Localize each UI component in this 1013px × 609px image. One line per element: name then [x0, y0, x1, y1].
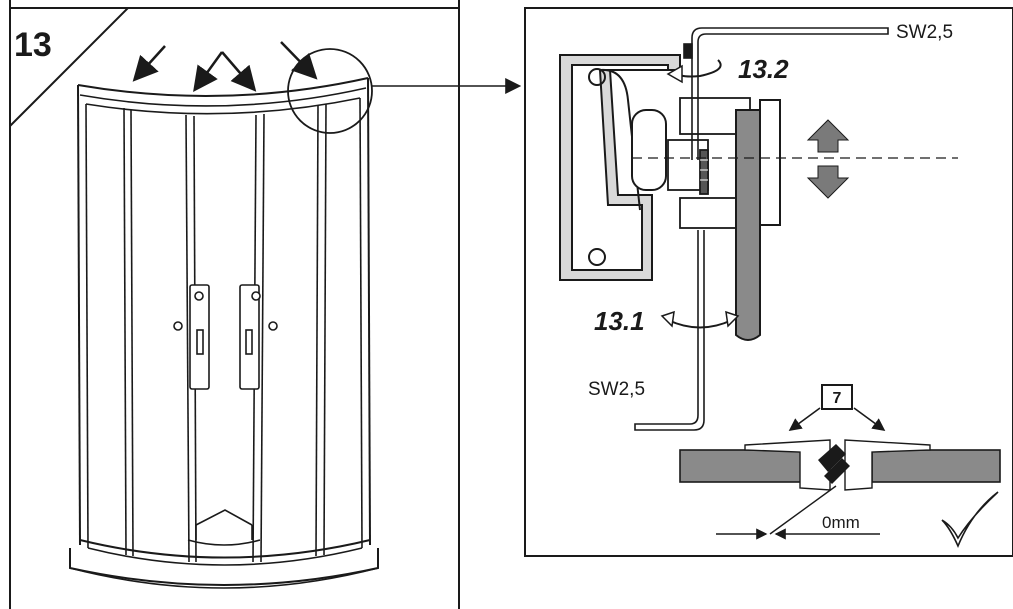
- wall-profile: [559, 54, 681, 281]
- check-mark-icon: [941, 491, 999, 549]
- right-panel: SW2,5 13.2 13.1 SW2,5 7 0mm: [524, 7, 1013, 557]
- left-panel: 13: [9, 0, 522, 609]
- tool-label-top: SW2,5: [896, 22, 953, 43]
- part-number: 7: [833, 390, 842, 407]
- up-down-arrows: [806, 119, 850, 199]
- shower-enclosure: [69, 77, 379, 589]
- sub-step-13-2: 13.2: [738, 54, 789, 84]
- hex-key-bottom: [634, 230, 705, 431]
- pointing-arrows: [132, 41, 318, 93]
- door-handles: [173, 284, 278, 390]
- gap-dimension: 0mm: [822, 513, 860, 532]
- detail-circle: [287, 48, 373, 134]
- sub-step-13-1: 13.1: [594, 306, 645, 336]
- step-corner: [9, 7, 131, 127]
- hex-key-top: [683, 27, 889, 160]
- rotate-arrow-13-1: [667, 319, 733, 329]
- tool-label-bottom: SW2,5: [588, 379, 645, 400]
- glass-panel: [735, 99, 781, 341]
- step-number: 13: [14, 26, 52, 64]
- seal-section: 7 0mm: [679, 384, 1001, 549]
